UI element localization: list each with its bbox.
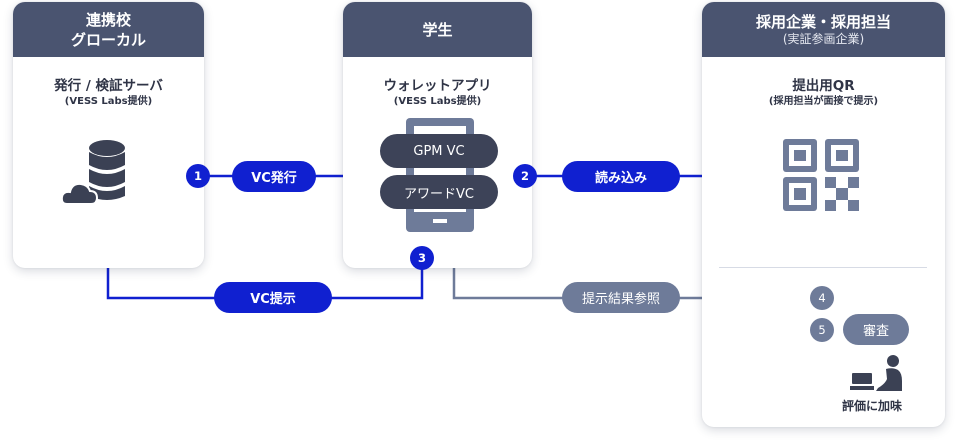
school-header-line2: グローカル (70, 30, 146, 49)
credential-award-vc[interactable]: アワードVC (380, 175, 498, 209)
step5-badge: 5 (810, 318, 834, 342)
school-title: 発行 / 検証サーバ (54, 78, 163, 94)
credential-gpm-vc[interactable]: GPM VC (380, 134, 498, 168)
step4-badge: 4 (810, 286, 834, 310)
company-header: 採用企業・採用担当 (755, 13, 891, 31)
school-card-header: 連携校 グローカル (13, 2, 204, 57)
company-card: 採用企業・採用担当 (実証参画企業) 提出用QR (採用担当が面接で提示) (702, 2, 945, 427)
step1-badge: 1 (186, 164, 210, 188)
student-title: ウォレットアプリ (383, 78, 492, 94)
qr-code-icon (783, 139, 859, 211)
school-card: 連携校 グローカル 発行 / 検証サーバ (VESS Labs提供) (13, 2, 204, 268)
step2-badge: 2 (513, 164, 537, 188)
step2-label: 読み込み (562, 161, 680, 192)
step1-label: VC発行 (232, 161, 316, 192)
step5-label: 審査 (843, 314, 909, 345)
company-header-sub: (実証参画企業) (782, 32, 865, 46)
company-note: (採用担当が面接で提示) (768, 96, 879, 107)
company-title: 提出用QR (792, 78, 855, 94)
school-note: (VESS Labs提供) (64, 96, 153, 107)
person-at-laptop-icon (850, 355, 902, 391)
school-header-line1: 連携校 (85, 10, 131, 29)
evaluation-label: 評価に加味 (841, 399, 902, 413)
company-divider (719, 267, 927, 268)
step3-label: VC提示 (214, 282, 332, 313)
student-note: (VESS Labs提供) (393, 96, 482, 107)
step3-badge: 3 (410, 246, 434, 270)
student-card-header: 学生 (343, 2, 532, 57)
company-card-header: 採用企業・採用担当 (実証参画企業) (702, 2, 945, 57)
step4-label: 提示結果参照 (562, 282, 680, 313)
student-header: 学生 (422, 20, 453, 39)
database-cloud-icon (61, 140, 125, 205)
